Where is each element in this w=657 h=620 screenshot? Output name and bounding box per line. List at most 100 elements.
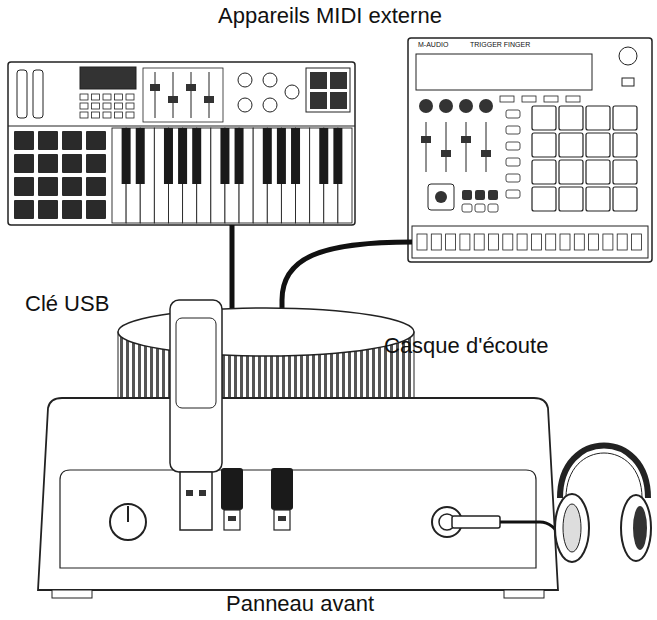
drum-pad [532, 187, 556, 211]
fader-cap [186, 84, 196, 91]
strip-button [531, 234, 541, 250]
small-button [92, 112, 100, 118]
black-key [291, 128, 300, 184]
top-pad [330, 92, 347, 109]
fader-track [426, 122, 427, 172]
strip-button [589, 234, 599, 250]
part-label: Casque d'écoute [384, 334, 548, 358]
drum-pad [14, 200, 34, 219]
drum-pad [14, 154, 34, 173]
black-key [136, 128, 145, 184]
strip-button [489, 234, 499, 250]
pad-controller [408, 38, 652, 262]
side-button [506, 110, 520, 118]
drum-pad [86, 177, 106, 196]
brand-label: M-AUDIO [418, 41, 448, 49]
keyboard-controller [8, 62, 355, 225]
drum-pad [586, 106, 610, 130]
top-button [500, 96, 514, 102]
strip-button [574, 234, 584, 250]
transport-button [475, 190, 485, 200]
dial [439, 99, 453, 113]
drum-pad [613, 133, 637, 157]
drum-pad [86, 154, 106, 173]
dial [419, 99, 433, 113]
side-button [506, 174, 520, 182]
drum-pad [559, 160, 583, 184]
model-label: TRIGGER FINGER [470, 41, 530, 49]
drum-pad [559, 133, 583, 157]
wheel [33, 70, 43, 118]
top-pad [310, 92, 327, 109]
dial [285, 85, 299, 99]
black-key [164, 128, 173, 184]
usb-stick [170, 300, 222, 472]
group-label: Appareils MIDI externe [218, 4, 442, 28]
dial [238, 73, 252, 87]
ear-cup [621, 495, 651, 561]
interface-body [38, 398, 558, 590]
drum-pad [586, 133, 610, 157]
drum-pad [559, 187, 583, 211]
view-label: Panneau avant [226, 592, 374, 616]
drum-pad [586, 160, 610, 184]
drum-pad [86, 200, 106, 219]
audio-interface [38, 300, 558, 598]
gain-knob [110, 504, 146, 540]
headband-inner [566, 453, 642, 498]
fader-track [209, 72, 210, 118]
drum-pad [38, 154, 58, 173]
small-button [92, 94, 100, 100]
drum-pad [14, 131, 34, 150]
drum-pad [86, 131, 106, 150]
drum-pad [586, 187, 610, 211]
black-key [178, 128, 187, 184]
small-button [103, 103, 111, 109]
drum-pad [62, 200, 82, 219]
fader-cap [204, 96, 214, 103]
front-recess [60, 470, 536, 568]
drum-pad [613, 187, 637, 211]
side-button [506, 158, 520, 166]
top-button [566, 96, 580, 102]
black-key [333, 128, 342, 184]
small-button [115, 112, 123, 118]
drum-pad [38, 177, 58, 196]
black-key [319, 128, 328, 184]
strip-button [446, 234, 456, 250]
display [416, 54, 592, 90]
transport-button [462, 204, 472, 212]
side-button [506, 126, 520, 134]
foot [504, 590, 544, 598]
strip-button [617, 234, 627, 250]
transport-button [462, 190, 472, 200]
drum-pad [38, 200, 58, 219]
drum-pad [62, 154, 82, 173]
display [80, 67, 136, 89]
fader-track [466, 122, 467, 172]
wheel [17, 70, 27, 118]
strip-button [603, 234, 613, 250]
small-button [103, 112, 111, 118]
drum-pad [14, 177, 34, 196]
black-key [220, 128, 229, 184]
headband [560, 446, 648, 499]
cable-plug [221, 468, 243, 510]
drum-pad [559, 106, 583, 130]
usb-plug [180, 472, 212, 530]
small-button [115, 94, 123, 100]
usb-stick-clip [176, 318, 216, 408]
small-button [126, 94, 134, 100]
volume-knob-top [118, 308, 414, 356]
strip-button [474, 234, 484, 250]
drum-pad [532, 106, 556, 130]
dial [619, 47, 637, 65]
fader-cap [441, 150, 451, 157]
drum-pad [613, 106, 637, 130]
fader-cap [421, 136, 431, 143]
cable-plug [271, 468, 293, 510]
ear-cup-pad [633, 506, 647, 550]
fader-cap [481, 150, 491, 157]
